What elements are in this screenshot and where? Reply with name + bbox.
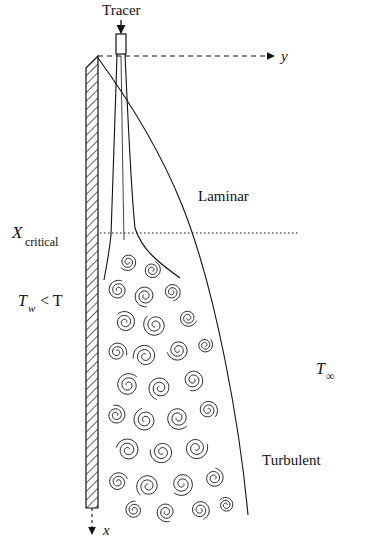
region-label: Laminar	[198, 188, 249, 205]
region-label: Turbulent	[262, 452, 321, 469]
eddy-spiral	[118, 374, 137, 395]
eddy-spiral	[134, 408, 154, 430]
eddy-spiral	[199, 339, 213, 352]
boundary-layer-edge	[98, 58, 248, 515]
eddy-spiral	[109, 405, 125, 423]
eddy-spiral	[168, 409, 187, 430]
axis-label: y	[281, 48, 288, 65]
eddy-spiral	[150, 443, 171, 462]
eddy-spiral	[186, 439, 207, 458]
tracer-arrow	[120, 20, 121, 33]
eddy-spiral	[165, 285, 180, 301]
plume-core	[121, 56, 124, 240]
eddy-spiral	[181, 311, 197, 326]
axis-label: x	[103, 522, 110, 539]
eddy-spiral	[167, 342, 187, 360]
eddy-spiral	[117, 312, 134, 331]
y-axis	[98, 55, 274, 56]
eddy-spiral	[157, 504, 173, 522]
eddy-spiral	[145, 262, 160, 278]
plate	[86, 56, 98, 508]
eddy-spiral	[200, 401, 217, 417]
plume-edge	[104, 54, 117, 280]
eddy-spiral	[116, 439, 138, 459]
subscript: critical	[25, 236, 58, 249]
eddy-spiral	[193, 502, 210, 520]
eddy-spiral	[133, 345, 154, 364]
tracer-tube	[116, 34, 126, 54]
eddy-spiral	[110, 473, 128, 490]
symbol: X	[12, 224, 22, 243]
eddy-spiral	[220, 497, 233, 511]
x-axis	[91, 508, 92, 534]
subscript: ∞	[326, 370, 335, 383]
eddy-spiral	[135, 287, 153, 307]
symbol: T	[316, 360, 325, 378]
eddy-spiral	[137, 476, 157, 496]
tracer-label: Tracer	[102, 2, 141, 19]
eddy-spiral	[144, 316, 164, 336]
eddy-spiral	[149, 378, 169, 400]
eddy-spiral	[109, 343, 127, 359]
eddy-spiral	[185, 371, 203, 391]
eddy-spiral	[207, 468, 223, 486]
symbol: < T	[40, 292, 63, 310]
critical-line	[100, 233, 298, 234]
eddy-spiral	[121, 255, 136, 270]
eddy-spiral	[126, 501, 141, 517]
symbol: T	[18, 292, 27, 310]
subscript: w	[28, 302, 35, 314]
plume-edge	[125, 54, 180, 278]
eddies	[109, 255, 233, 522]
eddy-spiral	[109, 280, 125, 298]
eddy-spiral	[174, 475, 193, 496]
